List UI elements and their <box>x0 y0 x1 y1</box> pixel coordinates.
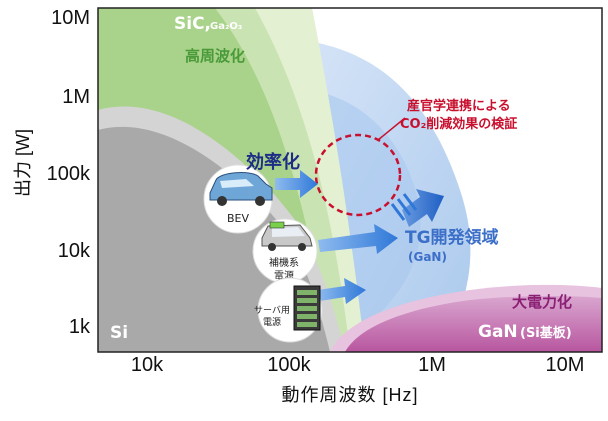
gan-region <box>345 296 602 352</box>
plot-frame <box>97 7 603 353</box>
x-tick-10k: 10k <box>130 354 164 376</box>
aux-label-1: 補機系 <box>269 256 299 269</box>
gan-label: GaN <box>478 322 518 342</box>
server-power-device: サーバ用 電源 <box>254 277 323 343</box>
collab-leader-line <box>377 117 406 141</box>
y-axis-title: 出力 [W] <box>13 129 33 197</box>
y-tick-1k: 1k <box>68 316 90 338</box>
speed-line-3 <box>402 193 418 211</box>
car-icon <box>209 172 273 206</box>
collab-label-1: 産官学連携による <box>407 98 511 114</box>
x-axis-title: 動作周波数 [Hz] <box>281 385 419 405</box>
bev-label: BEV <box>227 212 249 225</box>
sic-region-edge <box>255 8 365 352</box>
collab-ellipse <box>314 133 402 217</box>
server-arrow <box>318 278 366 304</box>
x-tick-10M: 10M <box>545 354 585 376</box>
server-rack-icon <box>293 285 321 331</box>
bev-arrow <box>275 170 318 198</box>
gan-tag-label: 大電力化 <box>512 293 572 311</box>
tg-direction-arrow <box>402 189 444 227</box>
x-tick-100k: 100k <box>267 354 311 376</box>
tg-sub-label: (GaN) <box>408 250 447 264</box>
server-label-2: 電源 <box>263 317 281 328</box>
collab-label-2: CO₂削減効果の検証 <box>400 116 517 132</box>
tg-label: TG開発領域 <box>405 227 499 248</box>
aux-power-device: 補機系 電源 <box>252 218 318 284</box>
efficiency-label: 効率化 <box>246 151 300 173</box>
speed-line-1 <box>390 203 406 221</box>
van-icon <box>261 221 313 251</box>
speed-line-2 <box>396 198 412 216</box>
y-tick-1M: 1M <box>62 86 90 108</box>
y-tick-100k: 100k <box>46 163 90 185</box>
x-tick-1M: 1M <box>418 354 446 376</box>
gan-sub-label: (Si基板) <box>520 325 572 341</box>
y-tick-10M: 10M <box>51 7 90 29</box>
sic-label: SiC, <box>174 14 211 34</box>
sic-sub-label: Ga₂O₃ <box>210 21 242 32</box>
aux-arrow <box>318 224 398 254</box>
sic-tag-label: 高周波化 <box>185 47 245 65</box>
y-tick-10k: 10k <box>57 240 90 262</box>
si-label: Si <box>110 323 128 343</box>
bev-device: BEV <box>203 164 273 234</box>
server-label-1: サーバ用 <box>254 305 290 316</box>
